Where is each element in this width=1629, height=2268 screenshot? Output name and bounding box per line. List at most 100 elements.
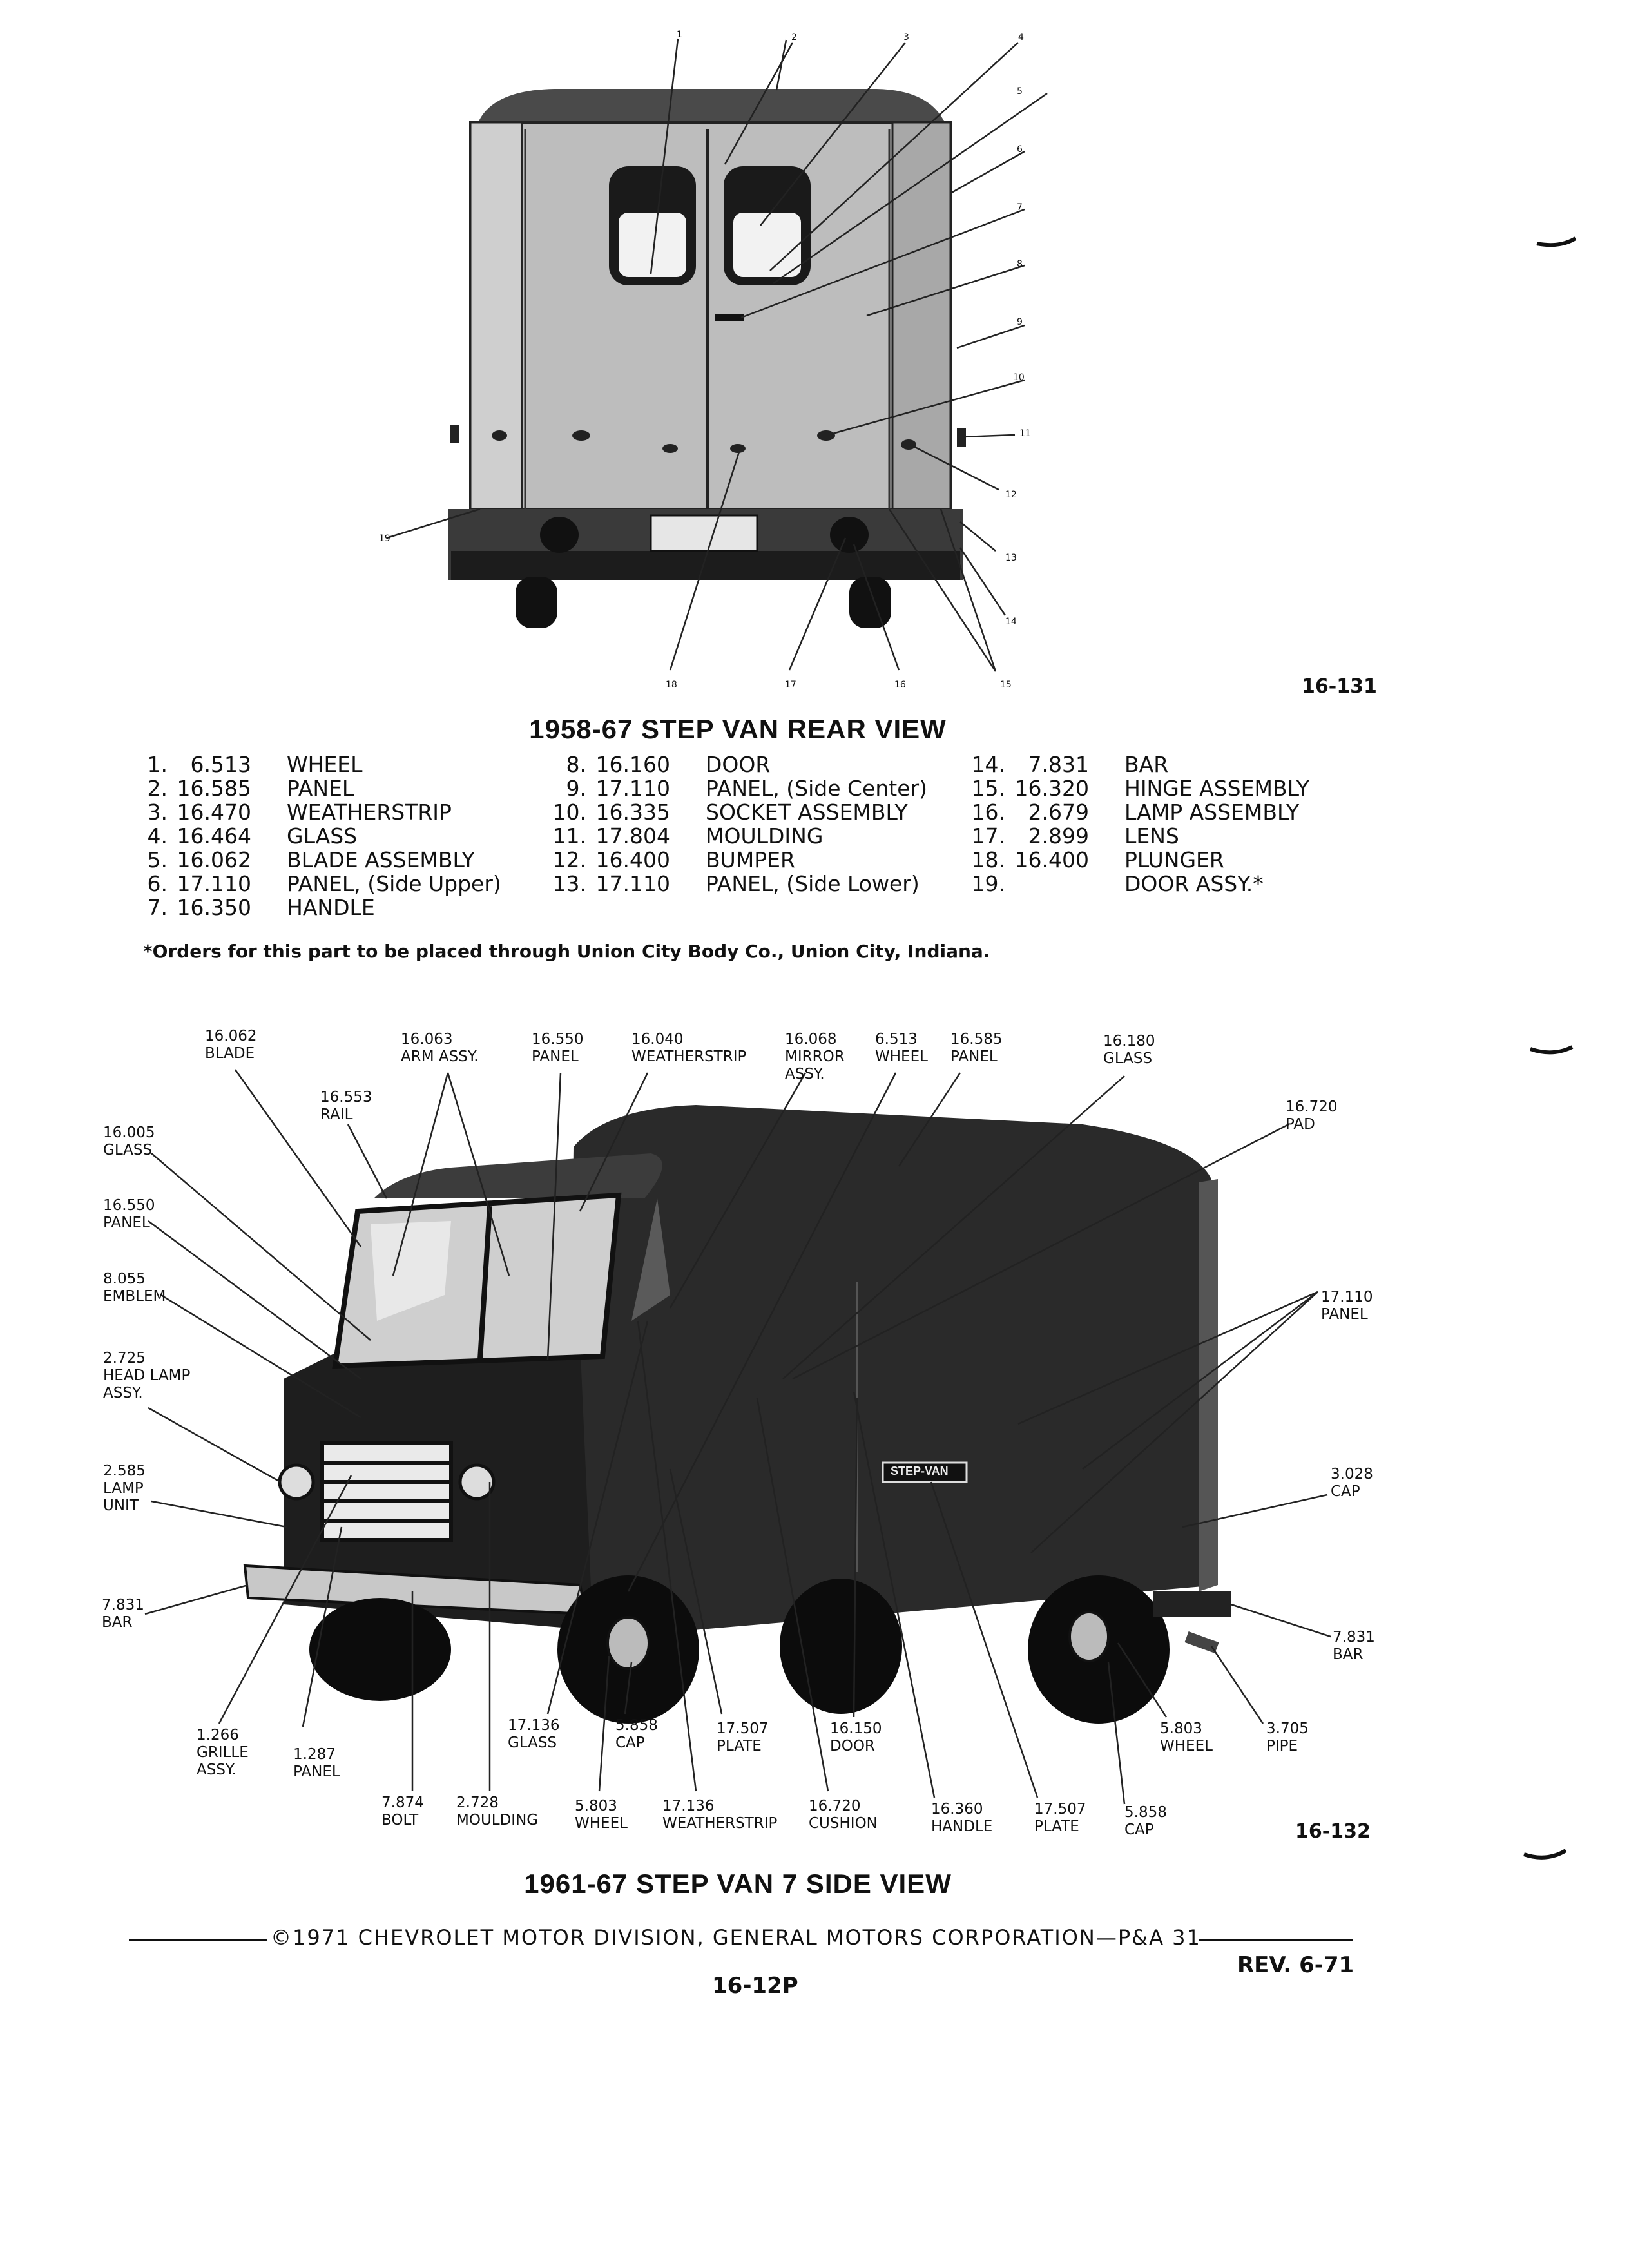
rear-callout-16: 16 — [894, 680, 906, 690]
side-view-title: 1961-67 STEP VAN 7 SIDE VIEW — [524, 1869, 952, 1899]
label-line: 6.513 — [875, 1031, 918, 1048]
label-line: 16.550 — [103, 1197, 155, 1214]
rear-view-title: 1958-67 STEP VAN REAR VIEW — [529, 714, 947, 744]
rear-callout-6: 6 — [1017, 144, 1023, 155]
label-line: 17.507 — [1034, 1801, 1086, 1818]
label-line: 16.720 — [1286, 1099, 1338, 1115]
parts-list-cell: 6. — [147, 871, 168, 896]
label-line: 16.040 — [631, 1031, 684, 1048]
side-figure-id: 16-132 — [1295, 1820, 1371, 1843]
label-line: 16.180 — [1103, 1033, 1155, 1050]
label-line: 1.266 — [197, 1727, 239, 1744]
label-line: 16.550 — [532, 1031, 584, 1048]
label-line: UNIT — [103, 1497, 139, 1514]
rear-callout-4: 4 — [1018, 32, 1024, 43]
label-line: 7.831 — [1333, 1629, 1375, 1646]
footer-revision: REV. 6-71 — [1237, 1952, 1354, 1978]
parts-list-cell: PANEL, (Side Lower) — [706, 871, 920, 896]
rear-callout-9: 9 — [1017, 317, 1023, 327]
label-line: 16.585 — [950, 1031, 1003, 1048]
parts-list-cell: 16.335 — [595, 800, 670, 825]
label-line: WHEEL — [1160, 1738, 1213, 1754]
label-line: ARM ASSY. — [401, 1048, 479, 1065]
label-line: PANEL — [293, 1763, 340, 1780]
parts-list-cell: 16.400 — [1014, 847, 1089, 872]
parts-list-cell: MOULDING — [706, 823, 824, 849]
label-line: 5.803 — [1160, 1720, 1202, 1737]
parts-list-cell: 14. — [971, 752, 1005, 777]
label-line: WHEEL — [575, 1815, 628, 1832]
parts-list-cell: WEATHERSTRIP — [287, 800, 452, 825]
label-line: GLASS — [103, 1142, 153, 1158]
parts-list-cell: 11. — [552, 823, 586, 849]
label-line: BOLT — [381, 1812, 419, 1829]
parts-list-cell: 12. — [552, 847, 586, 872]
parts-list-cell: BUMPER — [706, 847, 795, 872]
label-line: EMBLEM — [103, 1288, 166, 1305]
side-left-headlamp — [278, 1463, 315, 1501]
label-line: BAR — [1333, 1646, 1364, 1663]
parts-list-cell: SOCKET ASSEMBLY — [706, 800, 908, 825]
label-line: HANDLE — [931, 1818, 993, 1835]
rear-callout-8: 8 — [1017, 259, 1023, 269]
label-line: 5.858 — [1124, 1804, 1167, 1821]
parts-list-cell: 17.110 — [595, 776, 670, 801]
label-line: 16.063 — [401, 1031, 453, 1048]
parts-list-cell: PANEL, (Side Center) — [706, 776, 927, 801]
parts-list-cell: 16.350 — [177, 895, 251, 920]
label-line: CAP — [1331, 1483, 1360, 1500]
parts-list-cell: 16.320 — [1014, 776, 1089, 801]
page-number: 16-12P — [712, 1973, 798, 1999]
parts-list-cell: LAMP ASSEMBLY — [1124, 800, 1300, 825]
label-line: CUSHION — [809, 1815, 878, 1832]
footer-copyright: ©1971 CHEVROLET MOTOR DIVISION, GENERAL … — [271, 1925, 1201, 1950]
parts-list-cell: 1. — [147, 752, 168, 777]
label-line: 16.360 — [931, 1801, 983, 1818]
rear-footnote: *Orders for this part to be placed throu… — [143, 941, 990, 962]
parts-list-cell: 16.160 — [595, 752, 670, 777]
parts-list-cell: PLUNGER — [1124, 847, 1224, 872]
parts-list-cell: 7. — [147, 895, 168, 920]
rear-callout-17: 17 — [785, 680, 796, 690]
label-line: DOOR — [830, 1738, 875, 1754]
rear-callout-1: 1 — [677, 30, 682, 40]
label-line: PLATE — [717, 1738, 762, 1754]
parts-list-cell: HANDLE — [287, 895, 375, 920]
label-line: GRILLE — [197, 1744, 249, 1761]
rear-roof — [477, 89, 947, 129]
parts-list-item: 19.DOOR ASSY.* — [967, 872, 1309, 896]
parts-list-cell: BAR — [1124, 752, 1169, 777]
rear-callout-10: 10 — [1013, 372, 1025, 383]
parts-list-cell: DOOR ASSY.* — [1124, 871, 1264, 896]
label-line: WEATHERSTRIP — [662, 1815, 778, 1832]
footer-rule-left — [129, 1939, 267, 1941]
rear-callout-13: 13 — [1005, 553, 1017, 563]
parts-list-cell: 2.679 — [1028, 800, 1089, 825]
